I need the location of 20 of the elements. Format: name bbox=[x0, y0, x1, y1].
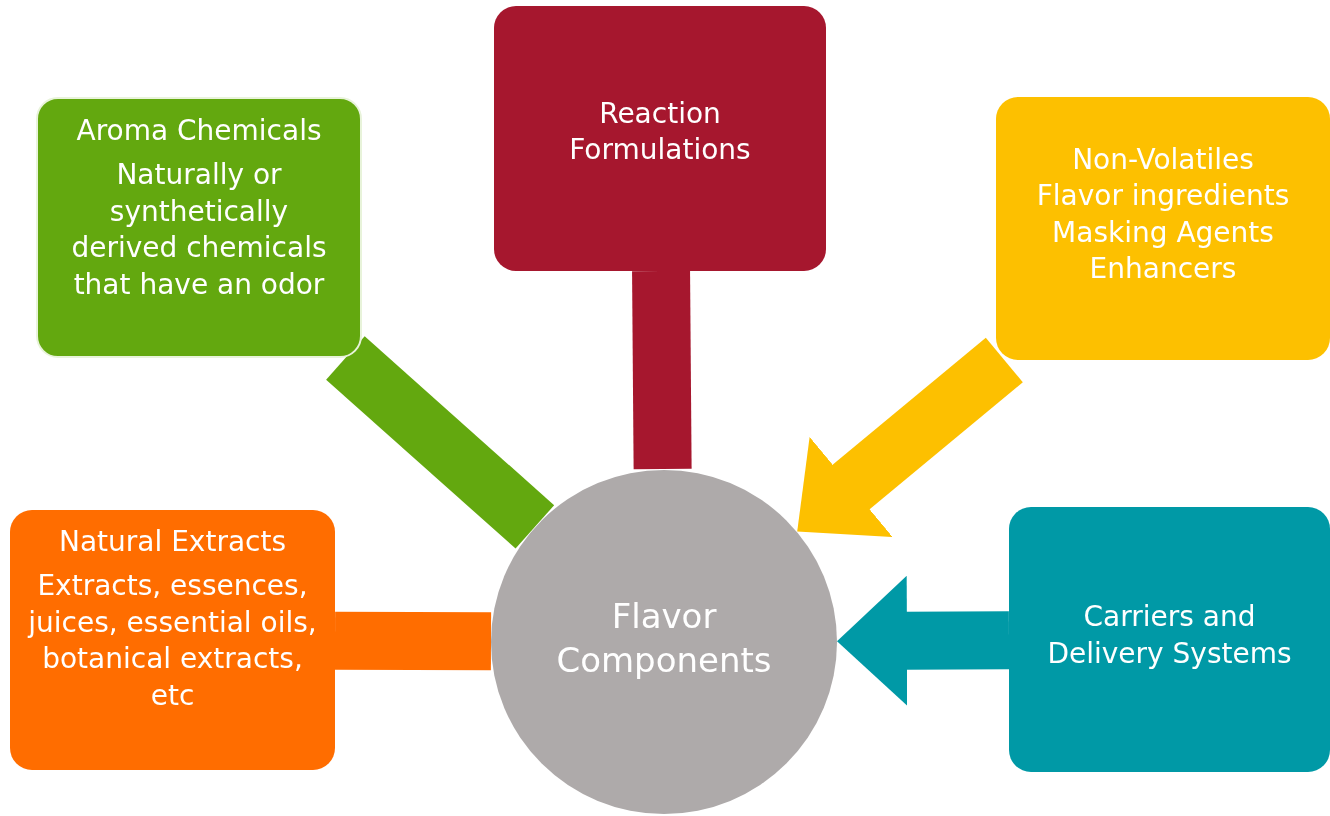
box-text: Masking Agents bbox=[1052, 214, 1274, 251]
block-arrow bbox=[797, 337, 1023, 537]
connector-bar bbox=[326, 336, 555, 549]
category-box bbox=[10, 510, 335, 770]
box-text: Enhancers bbox=[1089, 251, 1237, 288]
category-box bbox=[1009, 507, 1330, 772]
box-text: Naturally or synthetically derived chemicals that have an odor bbox=[70, 157, 328, 303]
box-text: Extracts, essences, juices, essential oils, botanical extracts, etc bbox=[26, 568, 318, 714]
box-text: Reaction Formulations bbox=[568, 96, 752, 169]
box-text: Carriers and Delivery Systems bbox=[1046, 599, 1293, 672]
box-text: Flavor ingredients bbox=[1036, 178, 1290, 215]
box-heading: Natural Extracts bbox=[58, 524, 287, 560]
category-box bbox=[494, 6, 826, 271]
box-text: Flavor Components bbox=[555, 594, 773, 682]
connector-bar bbox=[334, 611, 492, 671]
box-text: Non-Volatiles bbox=[1072, 142, 1254, 178]
category-box bbox=[996, 97, 1330, 360]
box-heading: Aroma Chemicals bbox=[76, 113, 322, 149]
connector-bar bbox=[632, 270, 692, 470]
category-box bbox=[36, 97, 362, 358]
